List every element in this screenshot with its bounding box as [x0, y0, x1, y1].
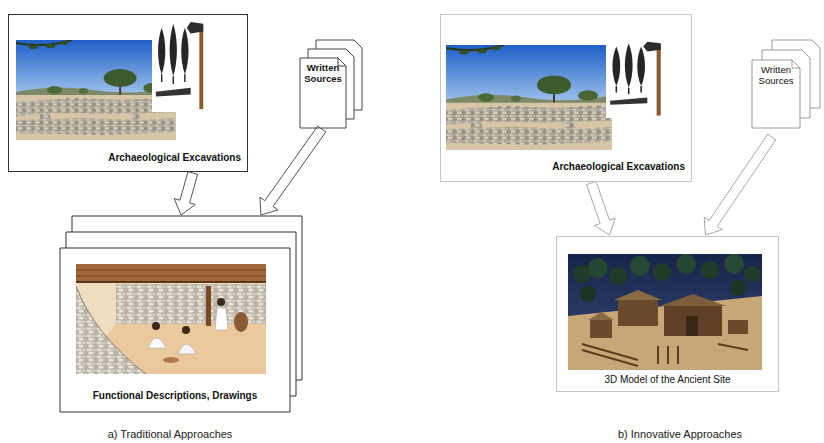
node-label: 3D Model of the Ancient Site [604, 374, 730, 386]
reconstruction-drawing [76, 264, 266, 374]
caption: b) Innovative Approaches [618, 428, 742, 440]
excavation-photo [446, 45, 612, 150]
node-label: Archaeological Excavations [108, 152, 241, 164]
document-stack: Written Sources [752, 40, 820, 136]
model-panel: 3D Model of the Ancient Site [556, 236, 779, 392]
caption-slot: b) Innovative Approaches [570, 424, 790, 442]
node-label: Archaeological Excavations [552, 161, 685, 173]
node-label: Functional Descriptions, Drawings [60, 390, 290, 402]
excavation-panel: Archaeological Excavations [440, 14, 692, 182]
hollow-arrow [260, 126, 326, 215]
caption-slot: a) Traditional Approaches [60, 424, 280, 442]
page-edge [752, 60, 800, 128]
artifact-photo [152, 20, 210, 112]
hollow-arrow [704, 134, 776, 235]
caption: a) Traditional Approaches [108, 428, 233, 440]
excavation-panel: Archaeological Excavations [8, 14, 248, 172]
page-outline [60, 216, 302, 412]
artifact-photo [606, 40, 668, 118]
document-stack: Written Sources [300, 40, 362, 128]
hollow-arrow [586, 181, 615, 235]
hollow-arrow [174, 172, 197, 215]
3d-model-render [568, 254, 762, 370]
page-outline [752, 40, 820, 136]
page-edge [300, 58, 346, 128]
node-label: Written Sources [752, 64, 800, 87]
node-label: Written Sources [300, 62, 346, 85]
page-edge [60, 248, 290, 412]
page-edge [72, 216, 302, 380]
drawing-stack: Functional Descriptions, Drawings [60, 216, 302, 412]
page-edge [66, 232, 296, 396]
